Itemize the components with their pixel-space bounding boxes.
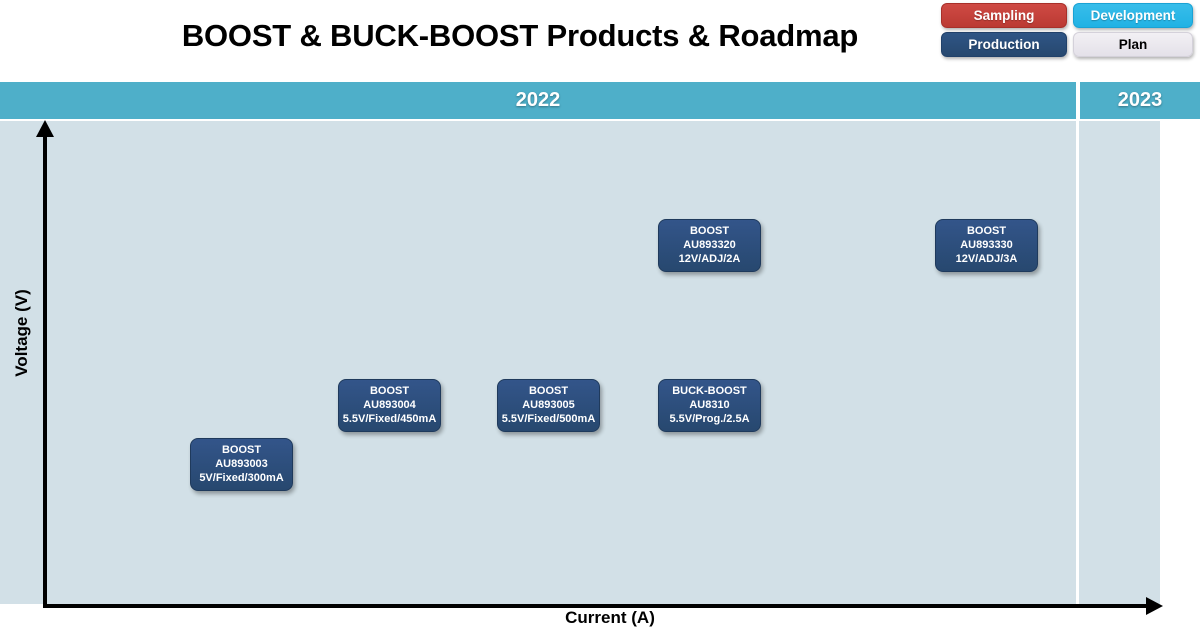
legend-item-plan[interactable]: Plan (1073, 32, 1193, 57)
product-box[interactable]: BOOST AU893003 5V/Fixed/300mA (190, 438, 293, 491)
year-column-2023: 2023 (1117, 89, 1163, 111)
product-type-label: BOOST (689, 225, 730, 237)
page-title: BOOST & BUCK-BOOST Products & Roadmap (181, 18, 859, 53)
year-column-divider (1076, 121, 1079, 604)
legend-item-sampling[interactable]: Sampling (941, 3, 1067, 28)
chart-right-margin (1160, 121, 1200, 604)
product-type-label: BOOST (966, 225, 1007, 237)
y-axis-line (43, 134, 47, 608)
product-part-number: AU893004 (363, 399, 416, 411)
product-box[interactable]: BOOST AU893005 5.5V/Fixed/500mA (497, 379, 600, 432)
legend-item-production[interactable]: Production (941, 32, 1067, 57)
product-spec-label: 5.5V/Prog./2.5A (669, 413, 750, 425)
product-spec-label: 12V/ADJ/2A (678, 253, 741, 265)
product-box[interactable]: BOOST AU893330 12V/ADJ/3A (935, 219, 1038, 272)
product-type-label: BUCK-BOOST (672, 385, 747, 397)
product-box[interactable]: BOOST AU893004 5.5V/Fixed/450mA (338, 379, 441, 432)
product-type-label: BOOST (528, 385, 569, 397)
status-legend: Sampling Development Production Plan (941, 3, 1193, 59)
title-bar: BOOST & BUCK-BOOST Products & Roadmap Sa… (0, 0, 1200, 78)
product-part-number: AU8310 (689, 399, 730, 411)
year-column-2022: 2022 (515, 89, 561, 111)
year-header-divider (1076, 82, 1080, 119)
y-axis-arrow-icon (36, 120, 54, 137)
y-axis-label: Voltage (V) (12, 289, 31, 377)
product-box[interactable]: BUCK-BOOST AU8310 5.5V/Prog./2.5A (658, 379, 761, 432)
x-axis-line (43, 604, 1148, 608)
timeline-year-header: 2022 2023 (0, 82, 1200, 119)
product-part-number: AU893003 (215, 458, 268, 470)
product-spec-label: 5.5V/Fixed/500mA (501, 413, 596, 425)
product-type-label: BOOST (369, 385, 410, 397)
x-axis-arrow-icon (1146, 597, 1163, 615)
product-part-number: AU893005 (522, 399, 575, 411)
product-box[interactable]: BOOST AU893320 12V/ADJ/2A (658, 219, 761, 272)
product-part-number: AU893330 (960, 239, 1013, 251)
x-axis-label: Current (A) (565, 608, 655, 627)
legend-item-development[interactable]: Development (1073, 3, 1193, 28)
product-spec-label: 5V/Fixed/300mA (199, 472, 284, 484)
product-spec-label: 5.5V/Fixed/450mA (342, 413, 437, 425)
chart-plot-area (0, 121, 1200, 604)
product-type-label: BOOST (221, 444, 262, 456)
product-part-number: AU893320 (683, 239, 736, 251)
product-spec-label: 12V/ADJ/3A (955, 253, 1018, 265)
